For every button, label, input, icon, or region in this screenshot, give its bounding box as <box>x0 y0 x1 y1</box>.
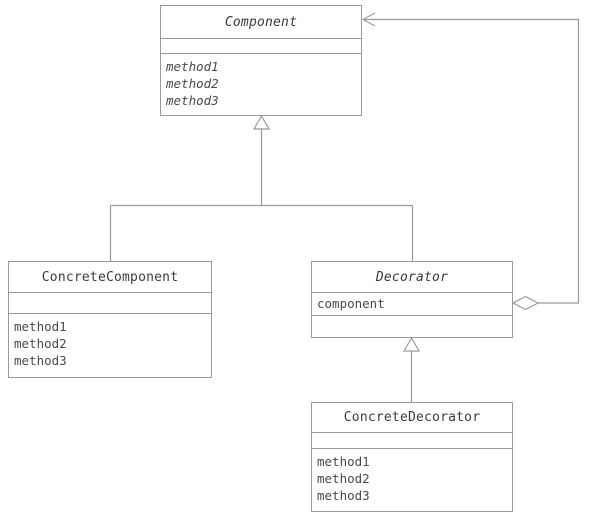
class-name-concrete-decorator: ConcreteDecorator <box>343 410 481 425</box>
operation-item: method2 <box>317 471 370 486</box>
class-name-concrete-component: ConcreteComponent <box>41 269 179 285</box>
class-box-concrete-component[interactable]: ConcreteComponent method1 method2 method… <box>8 261 212 378</box>
operation-item: method1 <box>166 59 219 74</box>
class-name-component: Component <box>224 14 298 30</box>
operation-item: method2 <box>14 336 67 351</box>
class-operations-compartment: method1 method2 method3 <box>161 54 361 115</box>
class-box-concrete-decorator[interactable]: ConcreteDecorator method1 method2 method… <box>311 402 513 512</box>
class-title-compartment: ConcreteComponent <box>9 262 211 293</box>
class-attributes-compartment <box>9 293 211 314</box>
class-attributes-compartment: component <box>312 293 512 316</box>
generalization-tree-component <box>109 114 414 261</box>
generalization-concrete-decorator <box>402 336 421 402</box>
class-operations-compartment: method1 method2 method3 <box>312 449 512 511</box>
operation-item: method3 <box>14 353 67 368</box>
operation-item: method1 <box>317 454 370 469</box>
operation-item: method3 <box>317 488 370 503</box>
operation-item: method1 <box>14 319 67 334</box>
class-title-compartment: Decorator <box>312 262 512 293</box>
class-attributes-compartment <box>312 433 512 449</box>
class-operations-compartment: method1 method2 method3 <box>9 314 211 377</box>
class-attributes-compartment <box>161 39 361 54</box>
operation-item: method2 <box>166 76 219 91</box>
class-title-compartment: Component <box>161 6 361 39</box>
operation-item: method3 <box>166 93 219 108</box>
attribute-item: component <box>317 296 385 311</box>
class-operations-compartment <box>312 316 512 337</box>
class-name-decorator: Decorator <box>375 269 449 285</box>
class-title-compartment: ConcreteDecorator <box>312 403 512 433</box>
class-box-component[interactable]: Component method1 method2 method3 <box>160 5 362 116</box>
class-box-decorator[interactable]: Decorator component <box>311 261 513 338</box>
